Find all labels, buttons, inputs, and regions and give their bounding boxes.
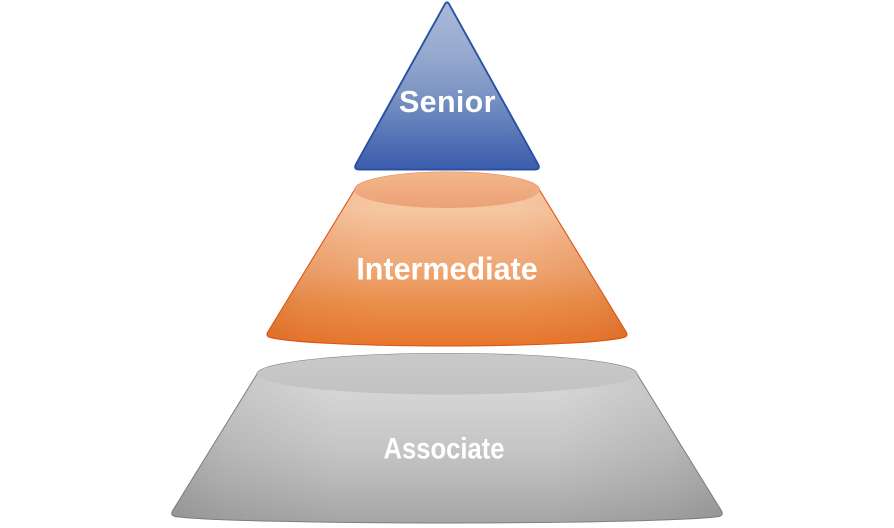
- svg-text:Associate: Associate: [384, 432, 505, 465]
- svg-text:Intermediate: Intermediate: [356, 251, 537, 287]
- svg-text:Senior: Senior: [399, 85, 496, 119]
